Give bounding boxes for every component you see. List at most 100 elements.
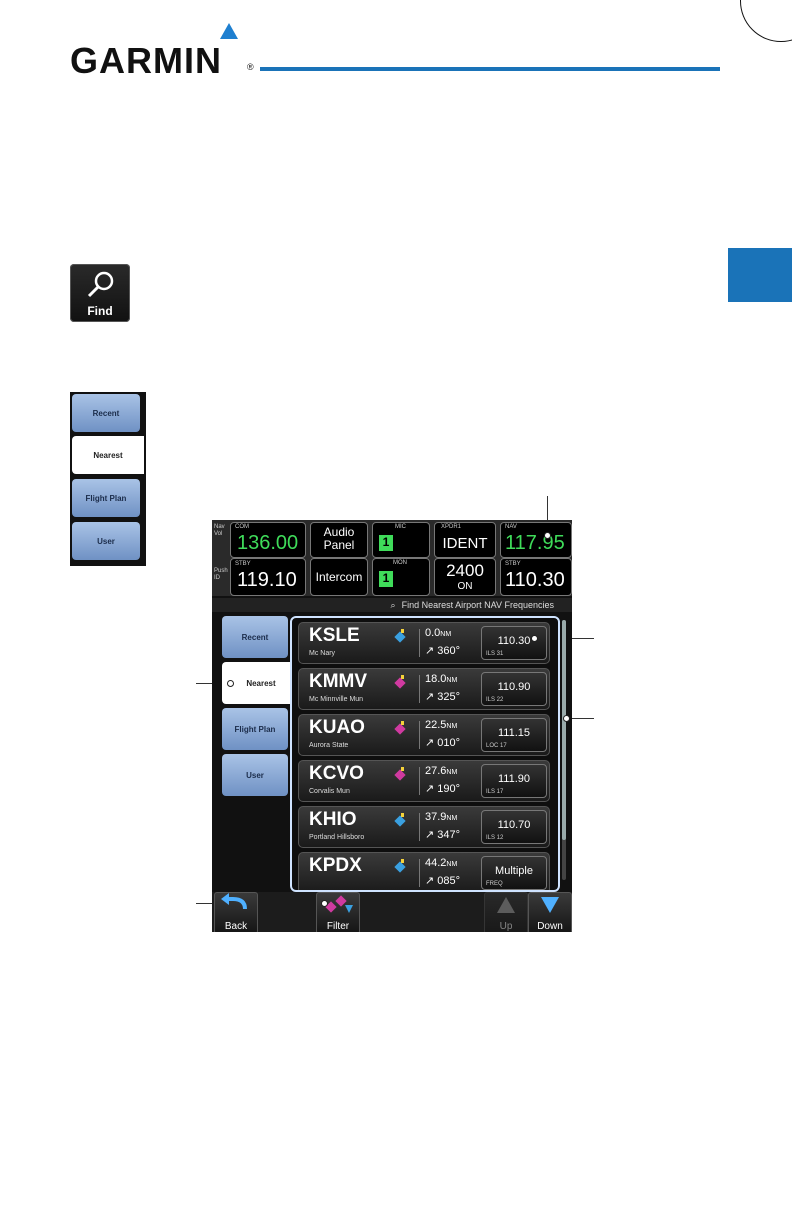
airport-icon [394, 721, 406, 735]
bearing-arrow-icon: ↗ [425, 783, 435, 795]
airport-name: Portland Hillsboro [309, 834, 365, 841]
bearing-arrow-icon: ↗ [425, 737, 435, 749]
airport-name: Aurora State [309, 742, 349, 749]
airport-name: Corvalis Mun [309, 788, 350, 795]
airport-bearing: ↗ 190° [425, 783, 461, 795]
find-button[interactable]: Find [70, 264, 130, 322]
mon-button[interactable]: MON 1 [372, 558, 430, 596]
down-arrow-icon [541, 897, 559, 913]
tab-flight-plan[interactable]: Flight Plan [72, 479, 140, 517]
row-divider [419, 721, 420, 749]
nav-label: NAV [505, 524, 517, 530]
frequency-type: LOC 17 [486, 743, 507, 749]
squawk-code: 2400 [446, 561, 484, 580]
frequency-value: 111.90 [497, 773, 530, 785]
airport-ident: KCVO [309, 763, 364, 784]
com-active-button[interactable]: COM 136.00 [230, 522, 306, 558]
squawk-code-button[interactable]: 2400 ON [434, 558, 496, 596]
filter-label: Filter [326, 921, 350, 932]
logo-triangle-icon [220, 23, 238, 39]
scrollbar[interactable] [562, 620, 566, 880]
airport-icon [394, 859, 406, 873]
magnifier-icon [87, 271, 114, 298]
bearing-arrow-icon: ↗ [425, 691, 435, 703]
bearing-arrow-icon: ↗ [425, 645, 435, 657]
nav-vol-label: Nav Vol [214, 524, 225, 537]
airport-ident: KMMV [309, 671, 368, 692]
screen-tab-flight-plan[interactable]: Flight Plan [222, 708, 288, 750]
filter-button[interactable]: Filter [316, 892, 360, 932]
tab-recent[interactable]: Recent [72, 394, 140, 432]
frequency-type: ILS 12 [486, 835, 504, 841]
com-active-freq: 136.00 [237, 532, 299, 554]
com-label: COM [235, 524, 249, 530]
callout-dot-nearest [227, 680, 234, 687]
audio-panel-button[interactable]: Audio Panel [310, 522, 368, 558]
up-button[interactable]: Up [484, 892, 528, 932]
down-button[interactable]: Down [528, 892, 572, 932]
row-divider [419, 859, 420, 887]
audio-panel-label: Audio Panel [323, 525, 355, 552]
mon-label: MON [393, 560, 407, 566]
airport-name: Mc Nary [309, 650, 336, 657]
page-title-bar: ⌕Find Nearest Airport NAV Frequencies [212, 598, 572, 612]
header-rule [260, 67, 720, 71]
airport-distance: 22.5NM [425, 719, 458, 731]
bearing-arrow-icon: ↗ [425, 875, 435, 887]
filter-icon [325, 895, 353, 913]
nav-standby-button[interactable]: STBY 110.30 [500, 558, 572, 596]
xpdr-label: XPDR1 [441, 524, 462, 530]
frequency-value: Multiple [495, 865, 533, 877]
push-id-label: Push ID [214, 568, 228, 581]
frequency-value: 110.70 [497, 819, 531, 831]
nav-active-button[interactable]: NAV 117.95 [500, 522, 572, 558]
up-arrow-icon [497, 897, 515, 913]
screen-tab-user[interactable]: User [222, 754, 288, 796]
xpdr-mode: ON [457, 581, 473, 592]
callout-dot-nav [544, 532, 551, 539]
row-divider [419, 767, 420, 795]
airport-icon [394, 675, 406, 689]
airport-bearing: ↗ 325° [425, 691, 461, 703]
ident-button[interactable]: XPDR1 IDENT [434, 522, 496, 558]
callout-line-nav [547, 496, 548, 536]
intercom-label: Intercom [315, 570, 363, 584]
nav-standby-freq: 110.30 [505, 569, 565, 591]
airport-ident: KUAO [309, 717, 365, 738]
back-button[interactable]: Back [214, 892, 258, 932]
airport-distance: 27.6NM [425, 765, 458, 777]
tab-user[interactable]: User [72, 522, 140, 560]
page-corner-arc [740, 0, 792, 42]
category-tabs-illustration: Recent Nearest Flight Plan User [70, 392, 146, 566]
frequency-type: FREQ [486, 881, 503, 887]
intercom-button[interactable]: Intercom [310, 558, 368, 596]
tab-nearest[interactable]: Nearest [72, 436, 144, 474]
airport-icon [394, 629, 406, 643]
bottom-bar: Back Filter Up Down [212, 892, 572, 932]
airport-ident: KSLE [309, 625, 360, 646]
com-standby-button[interactable]: STBY 119.10 [230, 558, 306, 596]
ident-label: IDENT [442, 535, 488, 552]
scrollbar-thumb[interactable] [562, 620, 566, 840]
mic-button[interactable]: MIC 1 [372, 522, 430, 558]
mon-value: 1 [379, 571, 393, 587]
screen-tab-recent[interactable]: Recent [222, 616, 288, 658]
find-button-label: Find [87, 304, 113, 318]
mic-value: 1 [379, 535, 393, 551]
callout-dot-list [563, 715, 570, 722]
screen-tab-nearest[interactable]: Nearest [222, 662, 300, 704]
airport-icon [394, 767, 406, 781]
